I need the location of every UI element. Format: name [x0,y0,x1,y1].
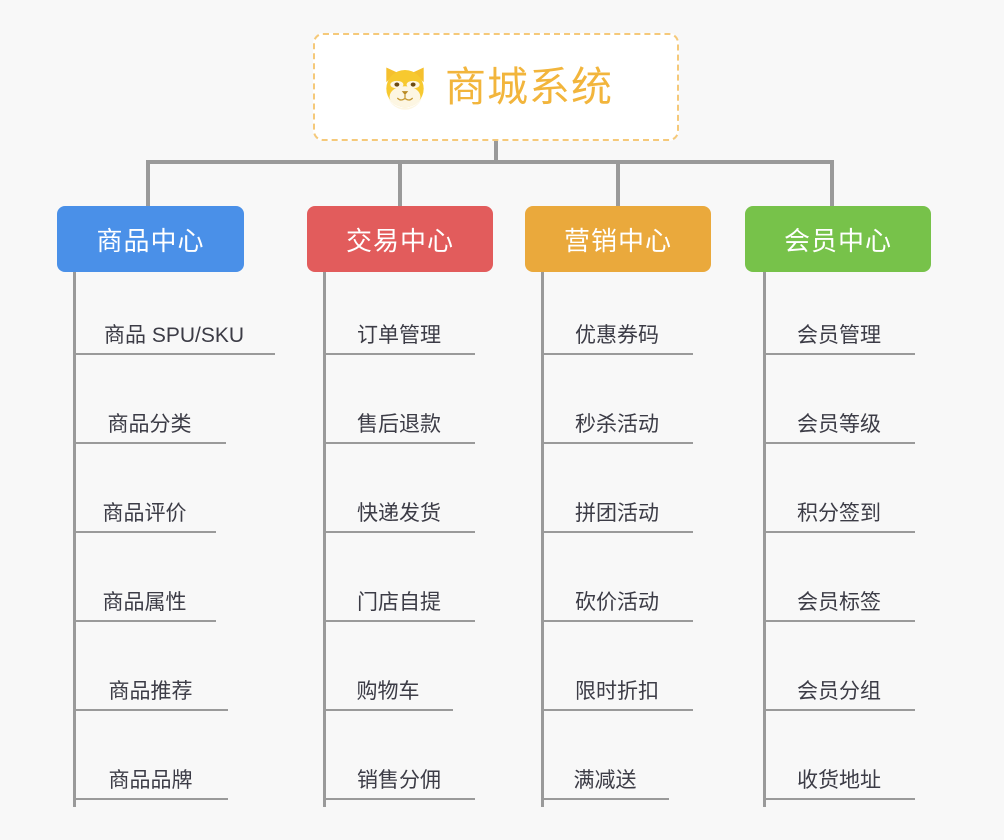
leaf-item-label: 商品品牌 [108,769,193,792]
leaf-item-label: 会员分组 [797,680,881,703]
leaf-item-label: 会员标签 [797,591,881,614]
root-title: 商城系统 [445,63,613,110]
leaf-item-underline [763,620,915,622]
leaf-item-label: 优惠券码 [575,324,659,347]
connector-drop-marketing-center [616,160,620,206]
leaf-item-underline [763,442,915,444]
leaf-item-underline [541,709,693,711]
leaf-item-label: 会员管理 [797,324,881,347]
leaf-item-underline [73,709,228,711]
leaf-column-spine [323,272,326,807]
leaf-column-spine [541,272,544,807]
leaf-item-label: 砍价活动 [575,591,659,614]
leaf-item-underline [323,709,453,711]
root-node-content: 商城系统 [379,61,613,113]
leaf-item-underline [323,798,475,800]
leaf-item-label: 售后退款 [357,413,441,436]
leaf-item-label: 限时折扣 [575,680,659,703]
root-node[interactable]: 商城系统 [313,33,679,141]
leaf-item-underline [763,531,915,533]
leaf-item-underline [73,620,216,622]
leaf-item-label: 秒杀活动 [575,413,659,436]
leaf-item-label: 会员等级 [797,413,881,436]
leaf-item-label: 商品分类 [107,413,192,436]
leaf-item-label: 收货地址 [797,769,881,792]
leaf-item-underline [323,442,475,444]
connector-drop-trade-center [398,160,402,206]
connector-horizontal-bar [148,160,832,164]
leaf-item-label: 积分签到 [797,502,881,525]
leaf-item-underline [73,353,275,355]
category-label-member-center: 会员中心 [783,225,892,256]
leaf-item-underline [73,531,216,533]
leaf-item-underline [541,798,669,800]
leaf-item-underline [73,798,228,800]
leaf-column-spine [763,272,766,807]
leaf-item-underline [541,442,693,444]
leaf-item-label: 购物车 [356,680,420,703]
leaf-item-label: 拼团活动 [575,502,659,525]
category-label-trade-center: 交易中心 [345,225,454,256]
leaf-item-label: 商品评价 [102,502,187,525]
category-label-marketing-center: 营销中心 [563,225,672,256]
leaf-item-label: 商品属性 [102,591,187,614]
leaf-item-underline [541,531,693,533]
leaf-item-underline [323,353,475,355]
leaf-item-label: 销售分佣 [357,769,441,792]
category-box-marketing-center[interactable]: 营销中心 [525,206,711,272]
leaf-item-underline [323,531,475,533]
leaf-column-spine [73,272,76,807]
leaf-item-underline [323,620,475,622]
leaf-item-underline [541,620,693,622]
category-box-trade-center[interactable]: 交易中心 [307,206,493,272]
connector-root-stem [494,141,498,163]
category-label-product-center: 商品中心 [96,225,205,256]
connector-drop-member-center [830,160,834,206]
leaf-item-label: 商品 SPU/SKU [103,324,245,347]
leaf-item-label: 快递发货 [357,502,441,525]
leaf-item-underline [763,798,915,800]
category-box-product-center[interactable]: 商品中心 [57,206,244,272]
shiba-dog-icon [386,67,424,110]
leaf-item-underline [763,709,915,711]
leaf-item-label: 商品推荐 [108,680,193,703]
leaf-item-underline [73,442,226,444]
category-box-member-center[interactable]: 会员中心 [745,206,931,272]
leaf-item-label: 订单管理 [357,324,441,347]
leaf-item-label: 满减送 [573,769,637,792]
leaf-item-label: 门店自提 [357,591,441,614]
leaf-item-underline [541,353,693,355]
connector-drop-product-center [146,160,150,206]
leaf-item-underline [763,353,915,355]
